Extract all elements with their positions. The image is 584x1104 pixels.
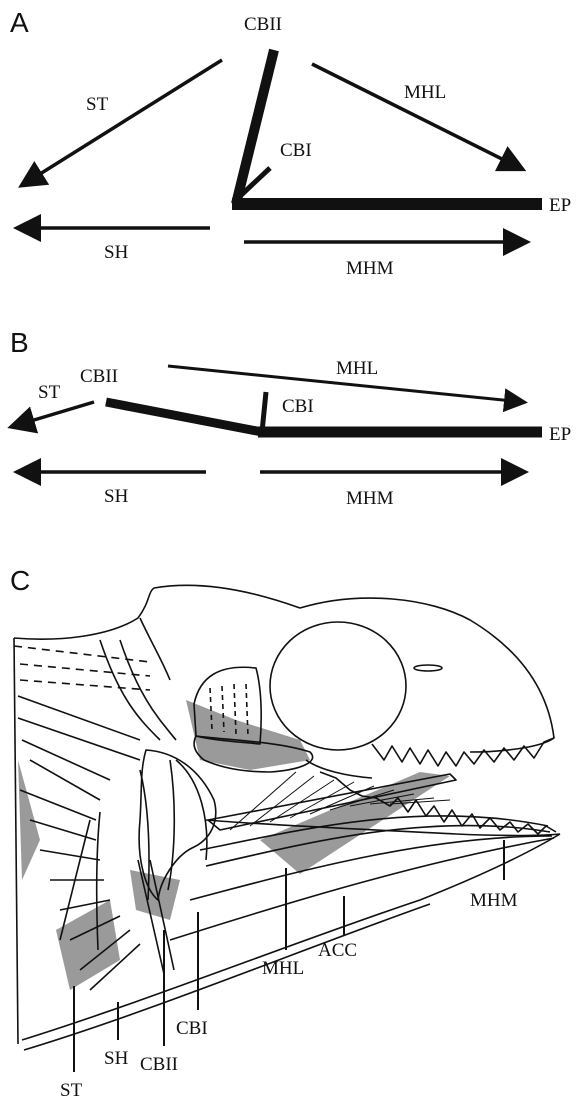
label-cbi: CBI xyxy=(176,1018,208,1039)
label-st: ST xyxy=(60,1080,83,1101)
label-mhl: MHL xyxy=(404,82,446,103)
st-vector-arrow xyxy=(24,60,222,184)
label-st: ST xyxy=(38,382,61,403)
label-mhm: MHM xyxy=(346,488,394,509)
chameleon-head-illustration xyxy=(14,585,560,1050)
panel-c: C xyxy=(10,565,560,1101)
label-mhm: MHM xyxy=(470,890,518,911)
label-mhm: MHM xyxy=(346,258,394,279)
panel-a: A CBII ST MHL CBI EP SH MHM xyxy=(10,7,571,279)
label-cbi: CBI xyxy=(280,140,312,161)
label-cbii: CBII xyxy=(244,14,282,35)
label-ep: EP xyxy=(549,195,571,216)
label-acc: ACC xyxy=(318,940,357,961)
label-sh: SH xyxy=(104,242,129,263)
label-sh: SH xyxy=(104,486,129,507)
mhl-vector-arrow xyxy=(312,64,520,168)
label-cbi: CBI xyxy=(282,396,314,417)
label-cbii: CBII xyxy=(80,366,118,387)
panel-c-letter: C xyxy=(10,565,30,596)
cbii-bone xyxy=(106,402,262,432)
st-vector-arrow xyxy=(14,402,94,426)
label-mhl: MHL xyxy=(262,958,304,979)
panel-b-letter: B xyxy=(10,327,29,358)
panel-a-letter: A xyxy=(10,7,29,38)
label-ep: EP xyxy=(549,424,571,445)
label-mhl: MHL xyxy=(336,358,378,379)
cbi-bone xyxy=(262,392,266,432)
label-cbii: CBII xyxy=(140,1054,178,1075)
panel-b: B ST CBII MHL CBI EP SH MHM xyxy=(10,327,571,509)
label-sh: SH xyxy=(104,1048,129,1069)
label-st: ST xyxy=(86,94,109,115)
